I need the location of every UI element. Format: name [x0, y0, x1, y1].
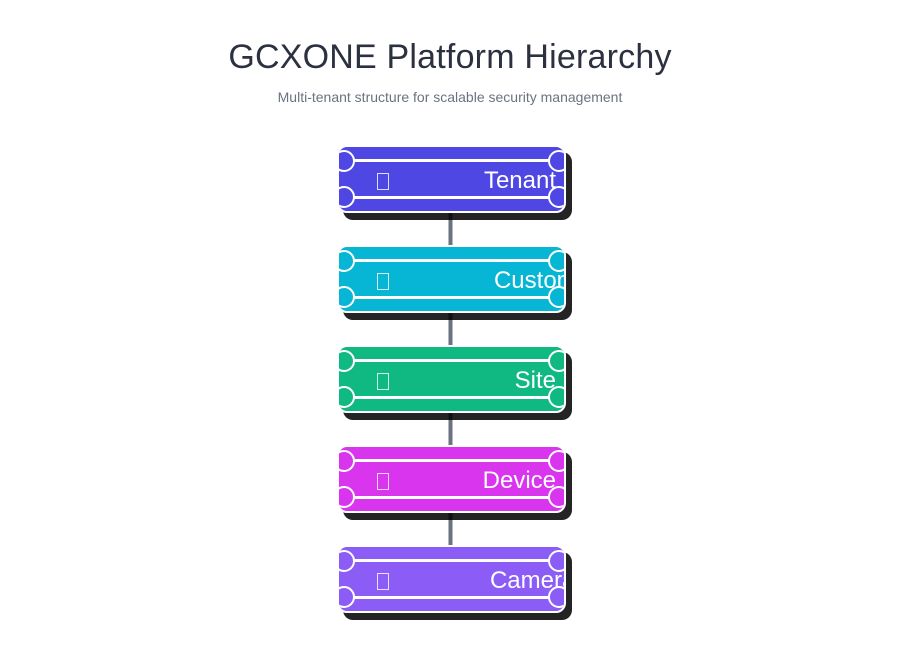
- node-icon-placeholder-icon: [377, 373, 389, 390]
- node-corner-handle-br[interactable]: [548, 286, 564, 308]
- node-corner-handle-bl[interactable]: [339, 186, 355, 208]
- node-corner-handle-br[interactable]: [548, 186, 564, 208]
- node-corner-handle-tl[interactable]: [339, 450, 355, 472]
- node-icon-placeholder-icon: [377, 573, 389, 590]
- node-corner-handle-bl[interactable]: [339, 586, 355, 608]
- node-corner-handle-bl[interactable]: [339, 386, 355, 408]
- node-corner-handle-tr[interactable]: [548, 150, 564, 172]
- page-title: GCXONE Platform Hierarchy: [228, 38, 672, 76]
- node-corner-handle-tl[interactable]: [339, 350, 355, 372]
- node-icon-placeholder-icon: [377, 273, 389, 290]
- hierarchy-node-cameras[interactable]: Camera/S: [337, 545, 566, 613]
- node-label: Site: [514, 367, 556, 394]
- page-subtitle: Multi-tenant structure for scalable secu…: [277, 89, 623, 105]
- node-corner-handle-tl[interactable]: [339, 250, 355, 272]
- node-corner-handle-tr[interactable]: [548, 450, 564, 472]
- node-corner-handle-bl[interactable]: [339, 286, 355, 308]
- hierarchy-node-customer[interactable]: Customer: [337, 245, 566, 313]
- node-label: Camera/S: [489, 567, 564, 594]
- node-icon-placeholder-icon: [377, 173, 389, 190]
- node-corner-handle-br[interactable]: [548, 486, 564, 508]
- node-corner-handle-br[interactable]: [548, 586, 564, 608]
- node-label: Device: [482, 467, 556, 494]
- node-corner-handle-tr[interactable]: [548, 350, 564, 372]
- hierarchy-node-site[interactable]: Site: [337, 345, 566, 413]
- hierarchy-node-device[interactable]: Device: [337, 445, 566, 513]
- node-corner-handle-tl[interactable]: [339, 550, 355, 572]
- node-corner-handle-tr[interactable]: [548, 250, 564, 272]
- node-corner-handle-br[interactable]: [548, 386, 564, 408]
- node-corner-handle-bl[interactable]: [339, 486, 355, 508]
- node-label: Customer: [493, 267, 564, 294]
- node-corner-handle-tl[interactable]: [339, 150, 355, 172]
- node-corner-handle-tr[interactable]: [548, 550, 564, 572]
- hierarchy-node-tenant[interactable]: Tenant: [337, 145, 566, 213]
- node-label: Tenant: [483, 167, 556, 194]
- node-icon-placeholder-icon: [377, 473, 389, 490]
